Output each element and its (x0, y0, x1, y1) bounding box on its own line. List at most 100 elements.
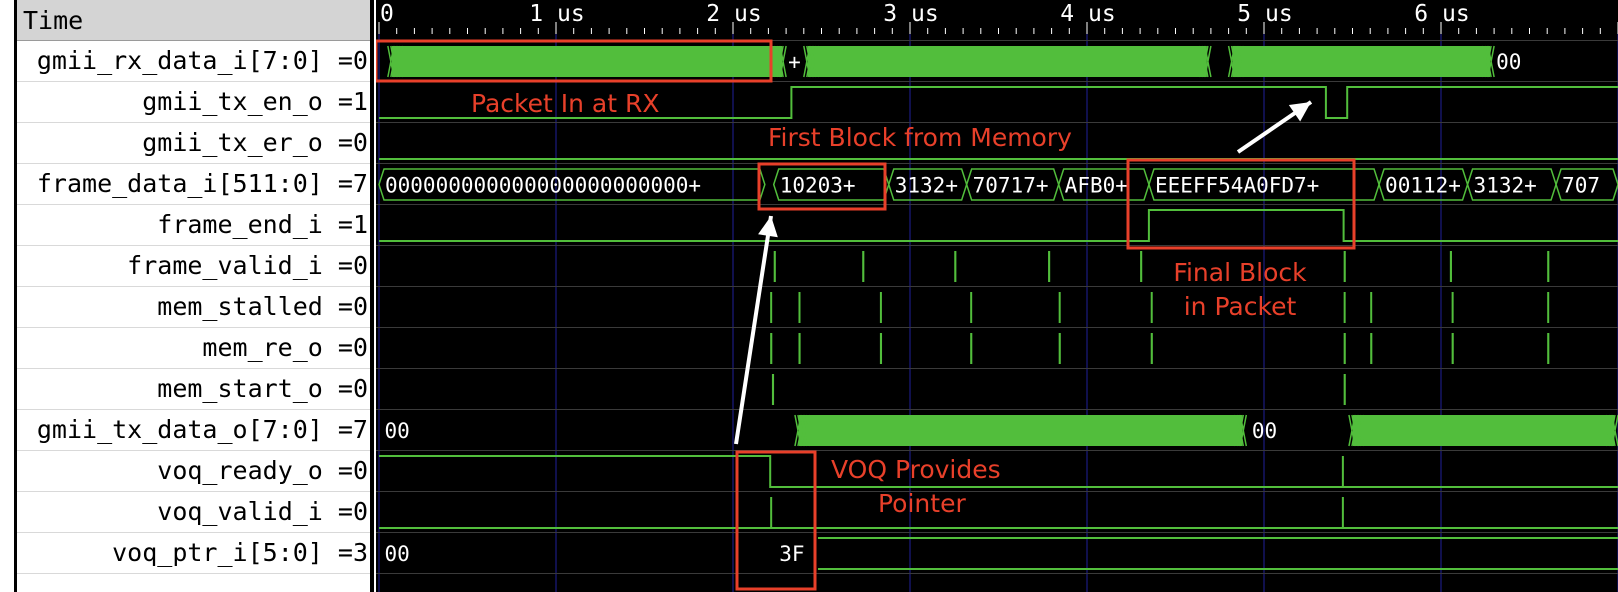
rx_data-transition (773, 45, 781, 78)
rx_data-transition (1230, 45, 1239, 78)
rx_data-busy-region (1232, 46, 1491, 77)
frame_valid-pulse (1140, 251, 1143, 282)
mem_re-pulse (1451, 333, 1454, 364)
tx_en-waveform (379, 86, 1618, 119)
annotation-packet-in: Packet In at RX (471, 89, 659, 118)
rx_data-transition (1227, 45, 1236, 78)
signal-label: frame_end_i =1 (157, 210, 368, 239)
mem_stalled-pulse (770, 292, 773, 323)
signal-name-gmii-rx-data[interactable]: gmii_rx_data_i[7:0] =0 (17, 41, 370, 82)
tx_data-transition (1351, 414, 1359, 447)
packet-in-box (376, 39, 773, 83)
signal-name-voq-valid[interactable]: voq_valid_i =0 (17, 492, 370, 533)
signal-label: gmii_tx_en_o =1 (142, 87, 368, 116)
signal-name-voq-ready[interactable]: voq_ready_o =0 (17, 451, 370, 492)
rx_data-transition (809, 45, 817, 78)
signal-name-mem-stalled[interactable]: mem_stalled =0 (17, 287, 370, 328)
rx_data-transition (1198, 45, 1206, 78)
frame_valid-pulse (773, 251, 776, 282)
mem_re-pulse (1150, 333, 1153, 364)
signal-name-mem-re[interactable]: mem_re_o =0 (17, 328, 370, 369)
rx_data-transition (1236, 45, 1245, 78)
signal-label: voq_valid_i =0 (157, 497, 368, 526)
voq_valid-pulse (1341, 497, 1344, 528)
voq_valid-pulse (770, 497, 773, 528)
voq_ptr-value: 3F (779, 542, 804, 566)
signal-name-gmii-tx-data[interactable]: gmii_tx_data_o[7:0] =7 (17, 410, 370, 451)
frame_data-bus-value: EEEFF54A0FD7+ (1155, 174, 1319, 198)
time-header: Time (17, 0, 370, 41)
signal-label: frame_valid_i =0 (127, 251, 368, 280)
tx_data-value: 00 (385, 419, 410, 443)
rx_data-transition (1484, 45, 1492, 78)
frame_data-bus-value: AFB0+ (1065, 174, 1128, 198)
time-header-label: Time (23, 6, 84, 35)
signal-name-mem-start[interactable]: mem_start_o =0 (17, 369, 370, 410)
timeline-tick-label: 2 us (706, 1, 761, 27)
timeline-tick-label: 1 us (529, 1, 584, 27)
first-block-arrow (734, 215, 773, 445)
mem_re-pulse (770, 333, 773, 364)
signal-label: gmii_tx_er_o =0 (142, 128, 368, 157)
rx_data-transition (1487, 45, 1495, 78)
rx_data-transition (803, 45, 811, 78)
frame_valid-pulse (1449, 251, 1452, 282)
signal-name-frame-data[interactable]: frame_data_i[511:0] =7 (17, 164, 370, 205)
frame_data-bus-value: 10203+ (780, 174, 856, 198)
tx_data-transition (1357, 414, 1365, 447)
mem_re-pulse (970, 333, 973, 364)
signal-name-gmii-tx-en[interactable]: gmii_tx_en_o =1 (17, 82, 370, 123)
annotation-voq-2: Pointer (878, 489, 966, 518)
timeline-tick-label: 3 us (883, 1, 938, 27)
voq-box (735, 450, 817, 591)
mem_stalled-pulse (1058, 292, 1061, 323)
timeline-tick-label: 0 (380, 1, 394, 27)
mem_stalled-pulse (1451, 292, 1454, 323)
rx_data-transition (393, 45, 401, 78)
timeline-tick-label: 5 us (1237, 1, 1292, 27)
tx_data-transition (1608, 414, 1616, 447)
left-border (14, 0, 17, 592)
frame_data-bus-segment[interactable] (378, 168, 766, 201)
annotation-final-block-2: in Packet (1184, 292, 1297, 321)
tx_data-busy-region (1352, 415, 1614, 446)
signal-label: voq_ptr_i[5:0] =3 (112, 538, 368, 567)
signal-label: frame_data_i[511:0] =7 (36, 169, 368, 198)
voq_ptr-value: 00 (385, 542, 410, 566)
rx_data-busy-region (391, 46, 783, 77)
tx_data-transition (1348, 414, 1356, 447)
signal-name-frame-end[interactable]: frame_end_i =1 (17, 205, 370, 246)
rx_data-transition (1481, 45, 1489, 78)
tx_data-busy-region (798, 415, 1243, 446)
tx_data-transition (803, 414, 811, 447)
frame_data-bus-value: 70717+ (973, 174, 1049, 198)
annotation-voq-1: VOQ Provides (831, 455, 1001, 484)
signal-name-frame-valid[interactable]: frame_valid_i =0 (17, 246, 370, 287)
tx_data-transition (1611, 414, 1618, 447)
frame_valid-pulse (862, 251, 865, 282)
frame_data-bus-segment[interactable] (1555, 168, 1618, 201)
voq_ready-waveform (379, 455, 1618, 488)
first-block-box (757, 162, 887, 211)
tx_data-transition (794, 414, 802, 447)
mem_stalled-pulse (798, 292, 801, 323)
frame_valid-pulse (1547, 251, 1550, 282)
signal-name-voq-ptr[interactable]: voq_ptr_i[5:0] =3 (17, 533, 370, 574)
tx_data-transition (800, 414, 808, 447)
tx_data-value: 00 (1252, 419, 1277, 443)
rx_data-transition (779, 45, 787, 78)
panel-divider[interactable] (370, 0, 374, 592)
mem_start-pulse (771, 374, 775, 405)
mem_stalled-pulse (879, 292, 882, 323)
rx_data-transition (1233, 45, 1242, 78)
signal-name-gmii-tx-er[interactable]: gmii_tx_er_o =0 (17, 123, 370, 164)
signal-label: gmii_rx_data_i[7:0] =0 (36, 46, 368, 75)
rx_data-transition (806, 45, 814, 78)
rx_data-transition (776, 45, 784, 78)
mem_stalled-pulse (1150, 292, 1153, 323)
signal-label: mem_start_o =0 (157, 374, 368, 403)
mem_stalled-pulse (1370, 292, 1373, 323)
tx_data-transition (1354, 414, 1362, 447)
